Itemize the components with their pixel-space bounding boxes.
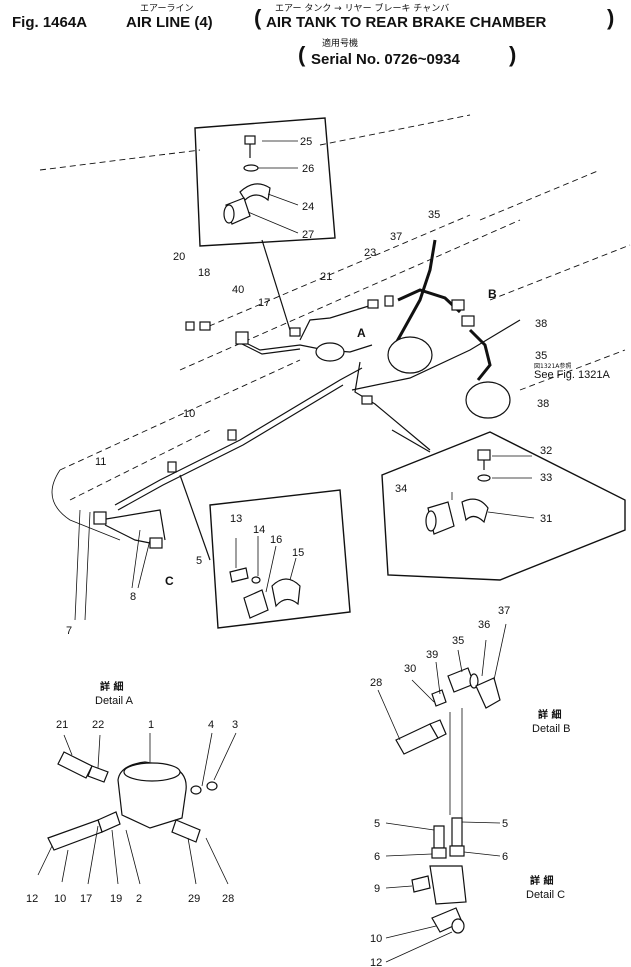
detail-a-4: 4: [208, 719, 214, 731]
detail-a-label: Detail A: [95, 695, 134, 707]
detail-a-1: 1: [148, 719, 154, 731]
detail-a-jp: 詳 細: [100, 680, 123, 693]
callout-34: 34: [395, 483, 407, 495]
callout-11: 11: [95, 456, 106, 468]
paren-open-serial: (: [298, 42, 306, 67]
detail-c-6-right: 6: [502, 851, 508, 863]
callout-21: 21: [320, 271, 332, 283]
detail-c-9: 9: [374, 883, 380, 895]
letter-c: C: [165, 574, 174, 588]
callout-7: 7: [66, 625, 72, 637]
japanese-name: エアーライン: [140, 3, 193, 14]
detail-b-jp: 詳 細: [538, 708, 561, 721]
callout-27: 27: [302, 229, 314, 241]
detail-c-label: Detail C: [526, 889, 565, 901]
detail-b-39: 39: [426, 649, 438, 661]
japanese-subtitle: エアー タンク → リヤー ブレーキ チャンバ: [275, 2, 449, 14]
callout-17: 17: [258, 297, 270, 309]
callout-33: 33: [540, 472, 552, 484]
detail-b: [377, 623, 507, 820]
detail-a-12: 12: [26, 893, 38, 905]
detail-b-35: 35: [452, 635, 464, 647]
callout-23: 23: [364, 247, 376, 259]
main-piping: [74, 239, 521, 621]
english-subtitle: AIR TANK TO REAR BRAKE CHAMBER: [266, 14, 546, 31]
reference-jp: 図1321A参照: [534, 362, 571, 370]
callout-32: 32: [540, 445, 552, 457]
detail-c-12: 12: [370, 957, 382, 967]
callout-15: 15: [292, 547, 304, 559]
paren-close-serial: ): [509, 42, 516, 67]
paren-close: ): [607, 5, 614, 30]
callout-24: 24: [302, 201, 314, 213]
callout-38-lower: 38: [537, 398, 549, 410]
callout-25: 25: [300, 136, 312, 148]
callout-26: 26: [302, 163, 314, 175]
callout-20: 20: [173, 251, 185, 263]
detail-a-28: 28: [222, 893, 234, 905]
detail-a-19: 19: [110, 893, 122, 905]
detail-b-callouts: 28 30 39 35 36 37 詳 細 Detail B: [370, 605, 571, 735]
callout-35-lower: 35: [535, 350, 547, 362]
inset-clamp-right: [381, 429, 626, 581]
callout-10: 10: [183, 408, 195, 420]
callout-13: 13: [230, 513, 242, 525]
inset-clamp-upper: [194, 117, 336, 331]
inset-clamp-lower: [209, 489, 351, 629]
callout-40: 40: [232, 284, 244, 296]
detail-a-callouts: 21 22 1 4 3 12 10 17 19 2 29 28: [26, 719, 238, 905]
detail-a: 詳 細 Detail A: [37, 680, 237, 885]
callout-8: 8: [130, 591, 136, 603]
detail-b-37: 37: [498, 605, 510, 617]
callout-31: 31: [540, 513, 552, 525]
callout-5: 5: [196, 555, 202, 567]
detail-c-callouts: 5 5 6 6 9 10 12 詳 細 Detail C: [370, 818, 565, 967]
paren-open: (: [254, 5, 262, 30]
callout-35-upper: 35: [428, 209, 440, 221]
detail-a-21: 21: [56, 719, 68, 731]
callout-14: 14: [253, 524, 265, 536]
detail-a-29: 29: [188, 893, 200, 905]
title-block: Fig. 1464A エアーライン AIR LINE (4) ( エアー タンク…: [12, 2, 614, 68]
callout-18: 18: [198, 267, 210, 279]
detail-c: [385, 817, 501, 963]
detail-b-36: 36: [478, 619, 490, 631]
detail-c-jp: 詳 細: [530, 874, 553, 887]
detail-b-30: 30: [404, 663, 416, 675]
main-callouts: 25 26 24 27 35 37 23 21 20 18 40 17 38 3…: [66, 136, 610, 637]
detail-c-5-left: 5: [374, 818, 380, 830]
detail-a-3: 3: [232, 719, 238, 731]
serial-range: Serial No. 0726~0934: [311, 51, 461, 68]
detail-c-6-left: 6: [374, 851, 380, 863]
letter-a: A: [357, 326, 366, 340]
detail-c-5-right: 5: [502, 818, 508, 830]
letter-b: B: [488, 287, 497, 301]
callout-37: 37: [390, 231, 402, 243]
detail-a-17: 17: [80, 893, 92, 905]
detail-b-label: Detail B: [532, 723, 571, 735]
detail-c-10: 10: [370, 933, 382, 945]
detail-a-22: 22: [92, 719, 104, 731]
reference-en: See Fig. 1321A: [534, 369, 610, 381]
figure-number: Fig. 1464A: [12, 14, 87, 31]
english-name: AIR LINE (4): [126, 14, 213, 31]
japanese-serial-label: 適用号機: [322, 37, 358, 49]
detail-b-28: 28: [370, 677, 382, 689]
frame-outline: [39, 114, 631, 541]
detail-a-10: 10: [54, 893, 66, 905]
callout-38-upper: 38: [535, 318, 547, 330]
callout-16: 16: [270, 534, 282, 546]
detail-a-2: 2: [136, 893, 142, 905]
